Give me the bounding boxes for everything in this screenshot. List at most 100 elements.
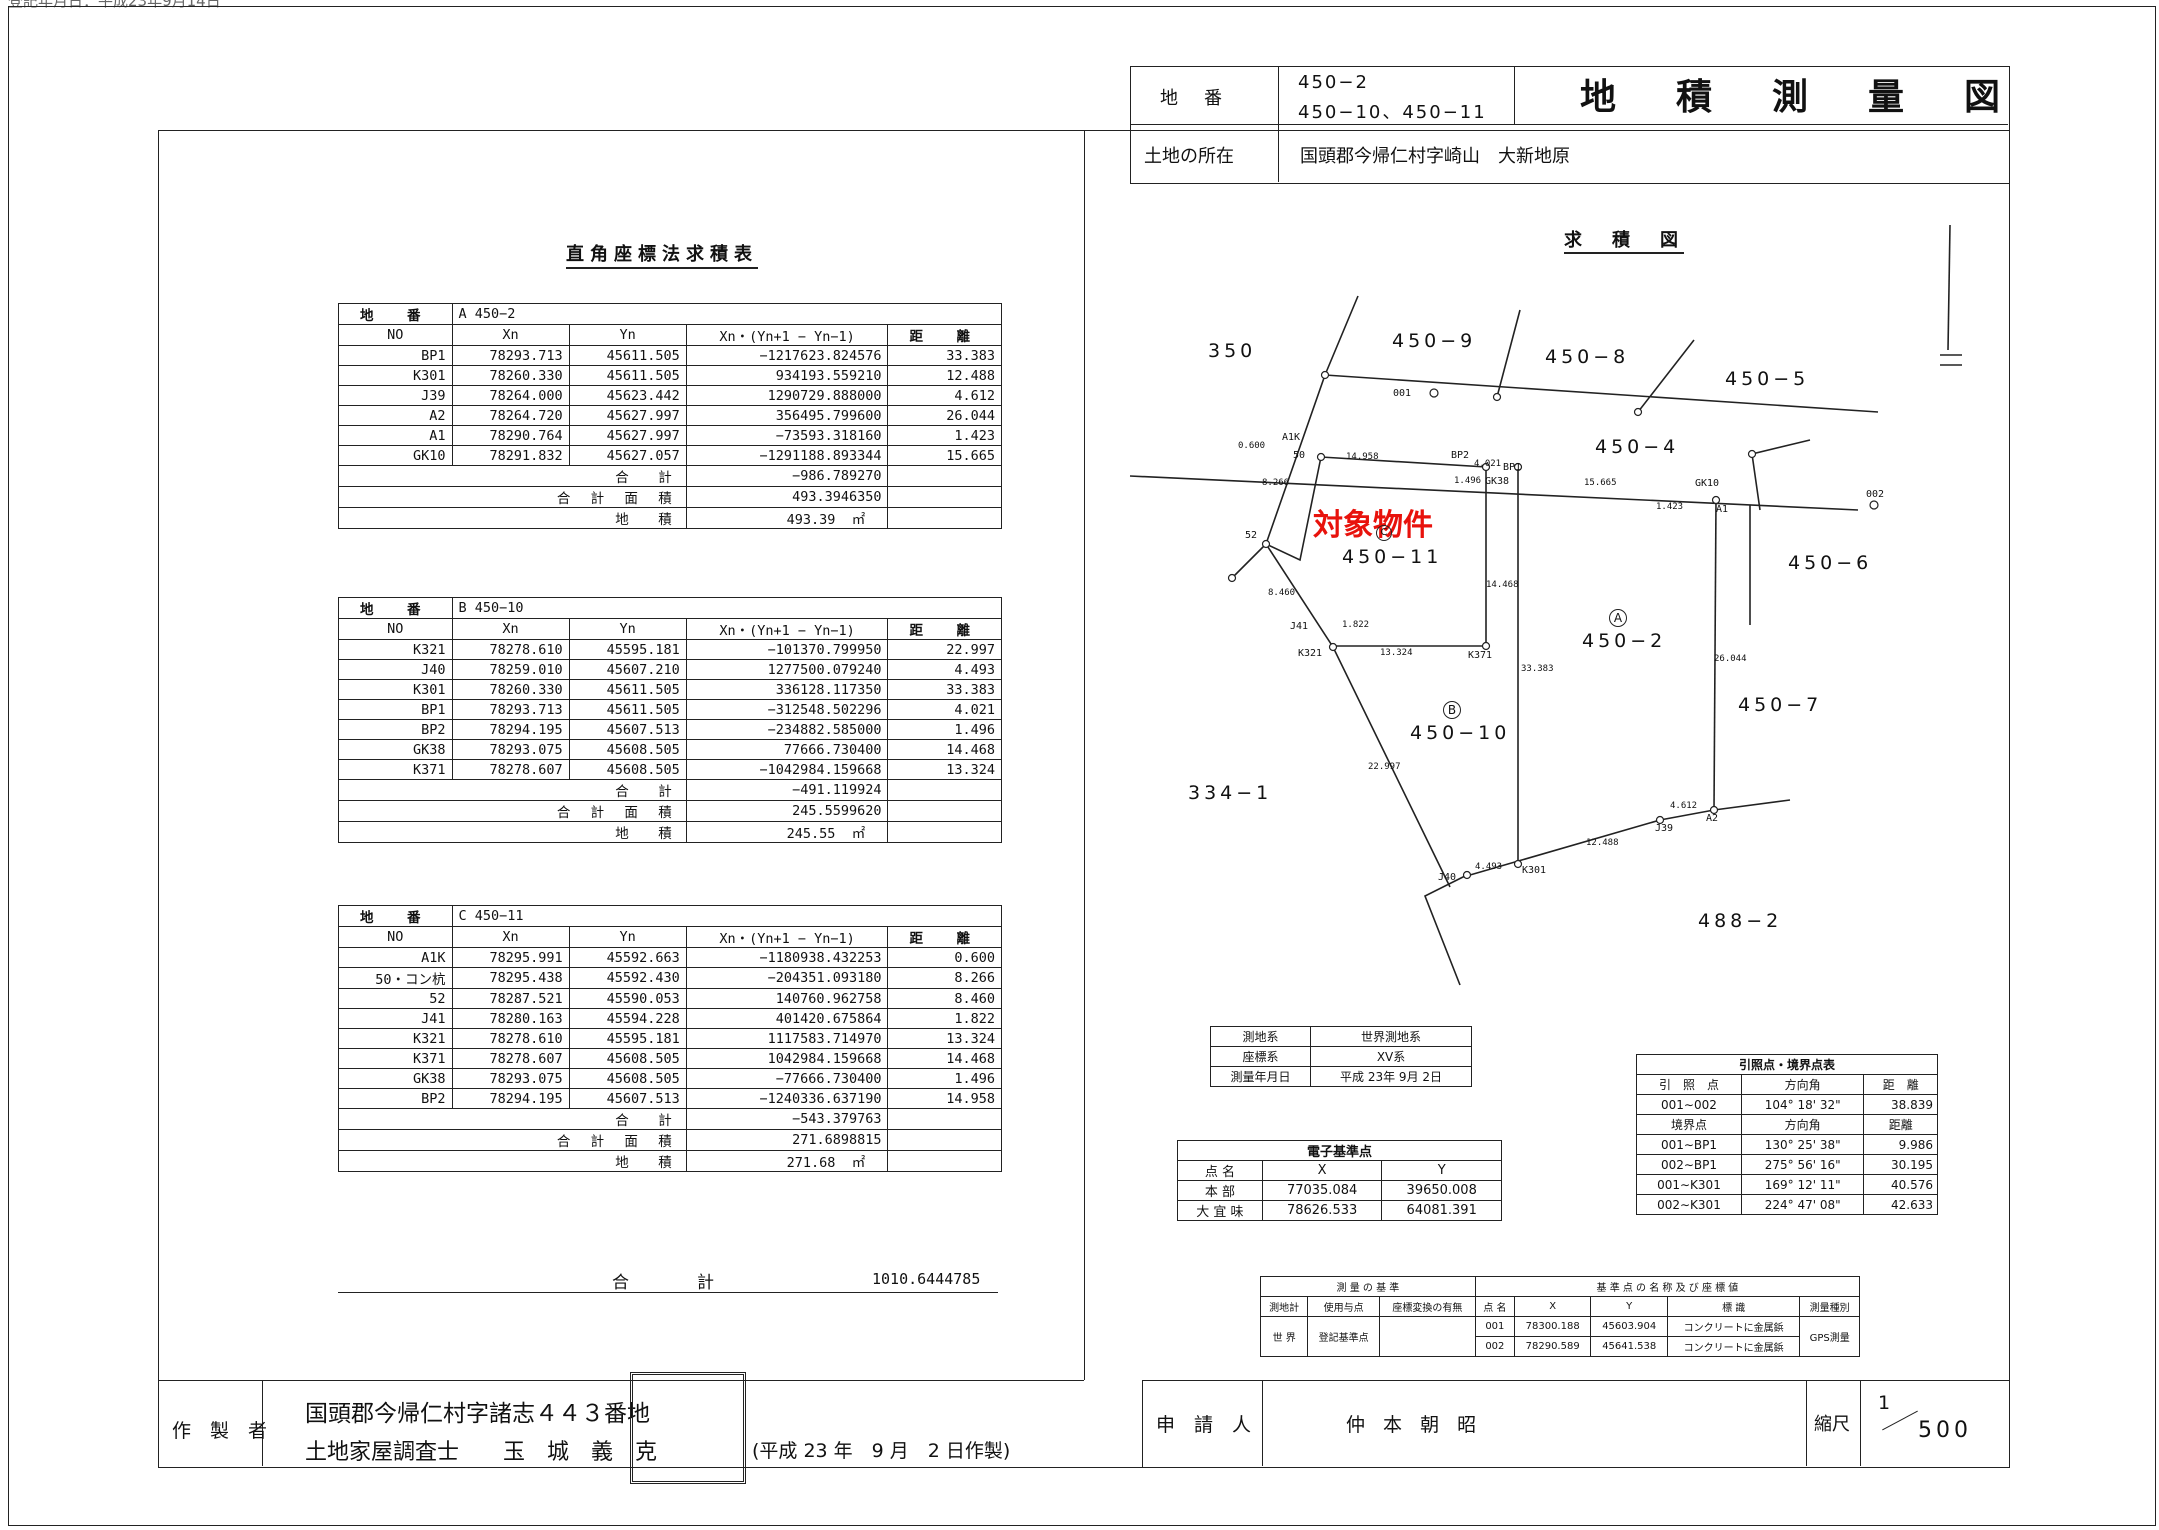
table-cell: 45627.997 (568, 425, 687, 446)
table-cell: 78294.195 (451, 719, 570, 740)
parcel-label-450-4: 450−4 (1595, 436, 1680, 458)
ref-h: 距 離 (1863, 1074, 1938, 1095)
table-cell: 78264.720 (451, 405, 570, 426)
col-xn: Xn (451, 926, 570, 948)
table-cell: 8.266 (887, 967, 1002, 989)
table-cell: 78260.330 (451, 679, 570, 700)
sum-label: 合 計 (338, 465, 687, 487)
main-title: 地 積 測 量 図 (1580, 77, 2013, 118)
distance-label: 26.044 (1714, 654, 1747, 664)
survey-row: 測地系世界測地系 (1209, 1026, 1472, 1047)
point-label: BP1 (1503, 462, 1522, 473)
table-cell: 15.665 (887, 445, 1002, 466)
table-cell: 401420.675864 (685, 1008, 889, 1029)
base-cell: コンクリートに金属鋲 (1667, 1336, 1801, 1357)
table-cell: −101370.799950 (685, 639, 889, 660)
base-cell: コンクリートに金属鋲 (1667, 1316, 1801, 1337)
col-xn: Xn (451, 324, 570, 346)
distance-label: 1.423 (1656, 502, 1684, 512)
table-cell: BP1 (338, 345, 453, 366)
col-dist: 距 離 (887, 324, 1002, 346)
survey-point (1320, 370, 1330, 380)
survey-point (1747, 449, 1757, 459)
table-cell: 45627.997 (568, 405, 687, 426)
survey-point (1316, 452, 1326, 462)
scale-denominator: 500 (1918, 1418, 1972, 1443)
table-cell: 1290729.888000 (685, 385, 889, 406)
north-arrow (1947, 224, 1951, 351)
survey-cell: 測量年月日 (1209, 1066, 1312, 1087)
table-cell: 45611.505 (568, 365, 687, 386)
vertical-divider (1084, 130, 1085, 1380)
base-sub-header: 点 名 (1474, 1296, 1515, 1317)
base-sub-header: 使用与点 (1307, 1296, 1380, 1317)
base-method: GPS測量 (1799, 1316, 1860, 1357)
base-sub-header: 標 識 (1667, 1296, 1801, 1317)
map-title: 求 積 図 (1564, 226, 1684, 254)
sum-label: 合 計 (338, 779, 687, 801)
applicant-label: 申 請 人 (1156, 1414, 1252, 1436)
symbol-b: B (1443, 701, 1461, 719)
parcel-id: C 450−11 (451, 905, 1002, 927)
footer-divider (158, 1380, 1084, 1381)
table-cell: 33.383 (887, 679, 1002, 700)
ref-h: 距離 (1863, 1114, 1938, 1135)
area-value: 271.68 (786, 1155, 836, 1171)
scale-divider-2 (1860, 1380, 1861, 1466)
table-cell: 12.488 (887, 365, 1002, 386)
point-label: 002 (1866, 489, 1885, 500)
maker-date: (平成 23 年 9 月 2 日作製) (752, 1440, 1011, 1462)
table-cell: K321 (338, 639, 453, 660)
table-cell: 45611.505 (568, 345, 687, 366)
seal-stamp (630, 1372, 746, 1484)
parcel-map (1129, 224, 1962, 986)
table-cell: −1291188.893344 (685, 445, 889, 466)
calc-title: 直角座標法求積表 (566, 240, 758, 269)
table-cell: 78259.010 (451, 659, 570, 680)
table-cell: 78293.713 (451, 345, 570, 366)
area-value: 493.39 (786, 512, 836, 528)
denshi-cell: 64081.391 (1381, 1200, 1502, 1221)
sum-value: −986.789270 (685, 465, 889, 487)
boundary-line (1496, 309, 1521, 398)
parcel-label-450-2: 450−2 (1582, 630, 1667, 652)
point-label: J41 (1290, 621, 1309, 632)
table-cell: 77666.730400 (685, 739, 889, 760)
distance-label: 33.383 (1521, 664, 1554, 674)
denshi-h-y: Y (1381, 1160, 1502, 1181)
chiban-value-1: 450−2 (1298, 72, 1369, 93)
point-label: 50 (1293, 450, 1306, 461)
header-hline (1130, 124, 2008, 125)
table-cell: −1042984.159668 (685, 759, 889, 780)
table-cell: 45594.228 (568, 1008, 687, 1029)
col-no: NO (338, 926, 453, 948)
table-cell: 78293.075 (451, 739, 570, 760)
distance-label: 4.021 (1474, 459, 1502, 469)
survey-point (1655, 815, 1665, 825)
survey-point (1711, 495, 1721, 505)
denshi-cell: 39650.008 (1381, 1180, 1502, 1201)
parcel-label-488-2: 488−2 (1698, 910, 1783, 932)
table-cell: 22.997 (887, 639, 1002, 660)
point-label: K371 (1468, 650, 1493, 661)
grand-total-line (338, 1292, 998, 1293)
table-cell: 13.324 (887, 1028, 1002, 1049)
distance-label: 4.612 (1670, 801, 1698, 811)
area-unit: ㎡ (851, 512, 866, 528)
maker-name: 土地家屋調査士 玉 城 義 克 (305, 1440, 658, 1465)
boundary-line (1324, 374, 1879, 413)
point-label: A2 (1706, 813, 1719, 824)
ref-cell: 38.839 (1863, 1094, 1938, 1115)
chiban-header: 地 番 (338, 905, 453, 927)
table-cell: 4.493 (887, 659, 1002, 680)
